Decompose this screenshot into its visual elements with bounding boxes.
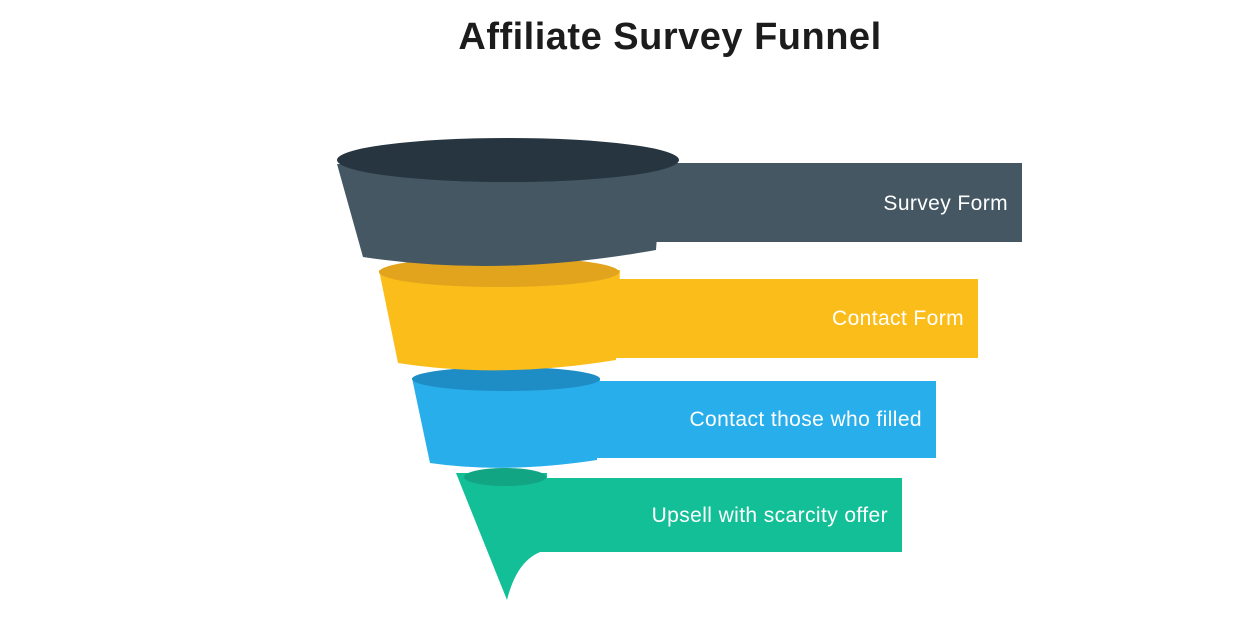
level-bar xyxy=(530,478,902,552)
level-label: Upsell with scarcity offer xyxy=(652,504,888,527)
funnel-segment-top xyxy=(337,138,679,182)
funnel-segment-top xyxy=(464,468,546,486)
level-bar xyxy=(616,279,978,358)
diagram-title: Affiliate Survey Funnel xyxy=(458,16,882,58)
funnel-segment-top xyxy=(412,367,600,391)
funnel-level-survey-form: Survey Form xyxy=(337,138,1022,266)
level-label: Survey Form xyxy=(883,192,1008,215)
funnel-segment xyxy=(412,378,600,468)
funnel-level-contact-form: Contact Form xyxy=(379,257,978,371)
funnel-level-upsell-offer: Upsell with scarcity offer xyxy=(456,468,902,600)
level-bar xyxy=(581,381,936,458)
funnel-segment xyxy=(379,270,620,371)
funnel-level-contact-filled: Contact those who filled xyxy=(412,367,936,468)
level-bar xyxy=(650,163,1022,242)
funnel-segment xyxy=(337,164,662,266)
level-label: Contact Form xyxy=(832,307,964,330)
funnel-segment xyxy=(456,473,547,600)
level-label: Contact those who filled xyxy=(689,408,922,431)
